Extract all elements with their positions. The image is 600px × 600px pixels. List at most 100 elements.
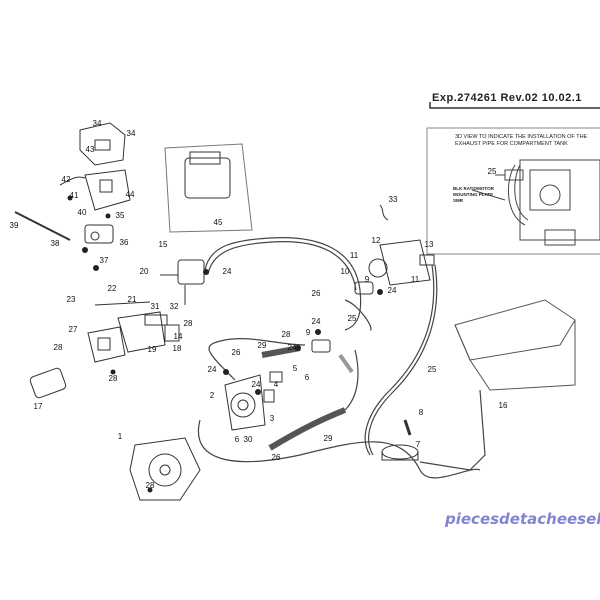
part-number-label: 8: [418, 408, 424, 417]
part-number-label: 26: [311, 289, 321, 298]
part-number-label: 24: [207, 365, 217, 374]
inset-title: 3D VIEW TO INDICATE THE INSTALLATION OF …: [455, 134, 588, 147]
part-27-block: [87, 326, 126, 363]
part-number-label: 41: [69, 191, 79, 200]
part-number-label: 28: [183, 319, 193, 328]
part-number-label: 27: [68, 325, 78, 334]
part-number-label: 24: [251, 380, 261, 389]
part-number-label: 37: [99, 256, 109, 265]
header-frame: [429, 102, 600, 109]
part-number-label: 34: [92, 119, 102, 128]
part-9-tee: [311, 339, 354, 374]
part-number-label: 35: [115, 211, 125, 220]
part-number-label: 24: [287, 343, 297, 352]
part-number-label: 30: [243, 435, 253, 444]
part-number-label: 3: [269, 414, 275, 423]
part-number-label: 18: [172, 344, 182, 353]
part-2-pump: [224, 374, 266, 431]
pipe-29-upper: [261, 345, 301, 358]
part-19-bracket: [117, 311, 166, 353]
part-number-label: 12: [371, 236, 381, 245]
part-number-label: 28: [108, 374, 118, 383]
pipe-26-lower: [197, 419, 481, 479]
part-number-label: 45: [213, 218, 223, 227]
part-12-pump: [368, 239, 435, 286]
part-44-valve-block: [84, 169, 131, 211]
pipe-29-lower: [268, 407, 347, 451]
part-number-label: 23: [66, 295, 76, 304]
part-number-label: 25: [427, 365, 437, 374]
part-number-label: 29: [257, 341, 267, 350]
part-number-label: 39: [9, 221, 19, 230]
part-number-label: 19: [147, 345, 157, 354]
part-number-label: 25: [347, 314, 357, 323]
part-45-frame: [164, 143, 253, 233]
part-number-label: 24: [222, 267, 232, 276]
part-21-pin: [94, 301, 151, 306]
part-15-valve: [160, 259, 205, 305]
part-1-fan-cover: [129, 437, 201, 501]
part-number-label: 9: [305, 328, 311, 337]
part-number-label: 44: [125, 190, 135, 199]
part-number-label: 10: [340, 267, 350, 276]
part-number-label: 26: [271, 453, 281, 462]
part-number-label: 26: [231, 348, 241, 357]
part-36-block: [84, 224, 114, 244]
part-number-label: 15: [158, 240, 168, 249]
part-number-label: 17: [33, 402, 43, 411]
part-number-label: 28: [53, 343, 63, 352]
part-number-label: 9: [364, 275, 370, 284]
part-number-label: 31: [150, 302, 160, 311]
part-number-label: 21: [127, 295, 137, 304]
part-number-label: 5: [292, 364, 298, 373]
document-reference: Exp.274261 Rev.02 10.02.1: [432, 92, 582, 104]
part-number-label: 38: [50, 239, 60, 248]
part-number-label: 29: [323, 434, 333, 443]
tank: [454, 299, 576, 391]
part-number-label: 2: [209, 391, 215, 400]
part-number-label: 24: [311, 317, 321, 326]
part-number-label: 7: [415, 440, 421, 449]
part-14-clip: [164, 324, 180, 342]
part-number-label: 40: [77, 208, 87, 217]
part-45-drawing: [184, 151, 231, 199]
part-number-label: 14: [173, 332, 183, 341]
watermark: piecesdetacheeselec.com: [445, 510, 600, 528]
part-number-label: 13: [424, 240, 434, 249]
part-number-label: 43: [85, 145, 95, 154]
part-number-label: 4: [273, 380, 279, 389]
part-number-label: 28: [145, 481, 155, 490]
part-number-label: 11: [349, 251, 359, 260]
part-number-label: 20: [139, 267, 149, 276]
part-number-label: 28: [281, 330, 291, 339]
inset-part-label: 25: [487, 167, 497, 176]
part-42-wire: [59, 176, 86, 186]
part-7-flowmeter: [381, 444, 419, 461]
part-number-label: 6: [234, 435, 240, 444]
part-10-connector: [354, 281, 374, 295]
inset-frame: [426, 127, 600, 255]
part-number-label: 32: [169, 302, 179, 311]
pipe-25: [364, 264, 435, 456]
part-number-label: 42: [61, 175, 71, 184]
pipe-26-upper: [204, 237, 362, 331]
pipes: [197, 237, 486, 479]
part-number-label: 36: [119, 238, 129, 247]
part-4-5-fittings: [263, 371, 283, 403]
part-8-sensor: [403, 419, 412, 436]
part-number-label: 34: [126, 129, 136, 138]
inset-note: BLK RATIOMOTOR MOUNTING PLATE SMR: [453, 186, 494, 203]
part-43-cover: [79, 122, 126, 166]
part-number-label: 6: [304, 373, 310, 382]
part-number-label: 1: [117, 432, 123, 441]
part-33-wire: [379, 204, 389, 221]
part-17-switch: [29, 367, 67, 399]
part-number-label: 24: [387, 286, 397, 295]
inset-machine-drawing: [471, 159, 600, 246]
pipe-16: [419, 389, 486, 471]
part-number-label: 22: [107, 284, 117, 293]
pipe-25-a: [344, 299, 372, 331]
pipe-26-mid: [208, 338, 306, 381]
